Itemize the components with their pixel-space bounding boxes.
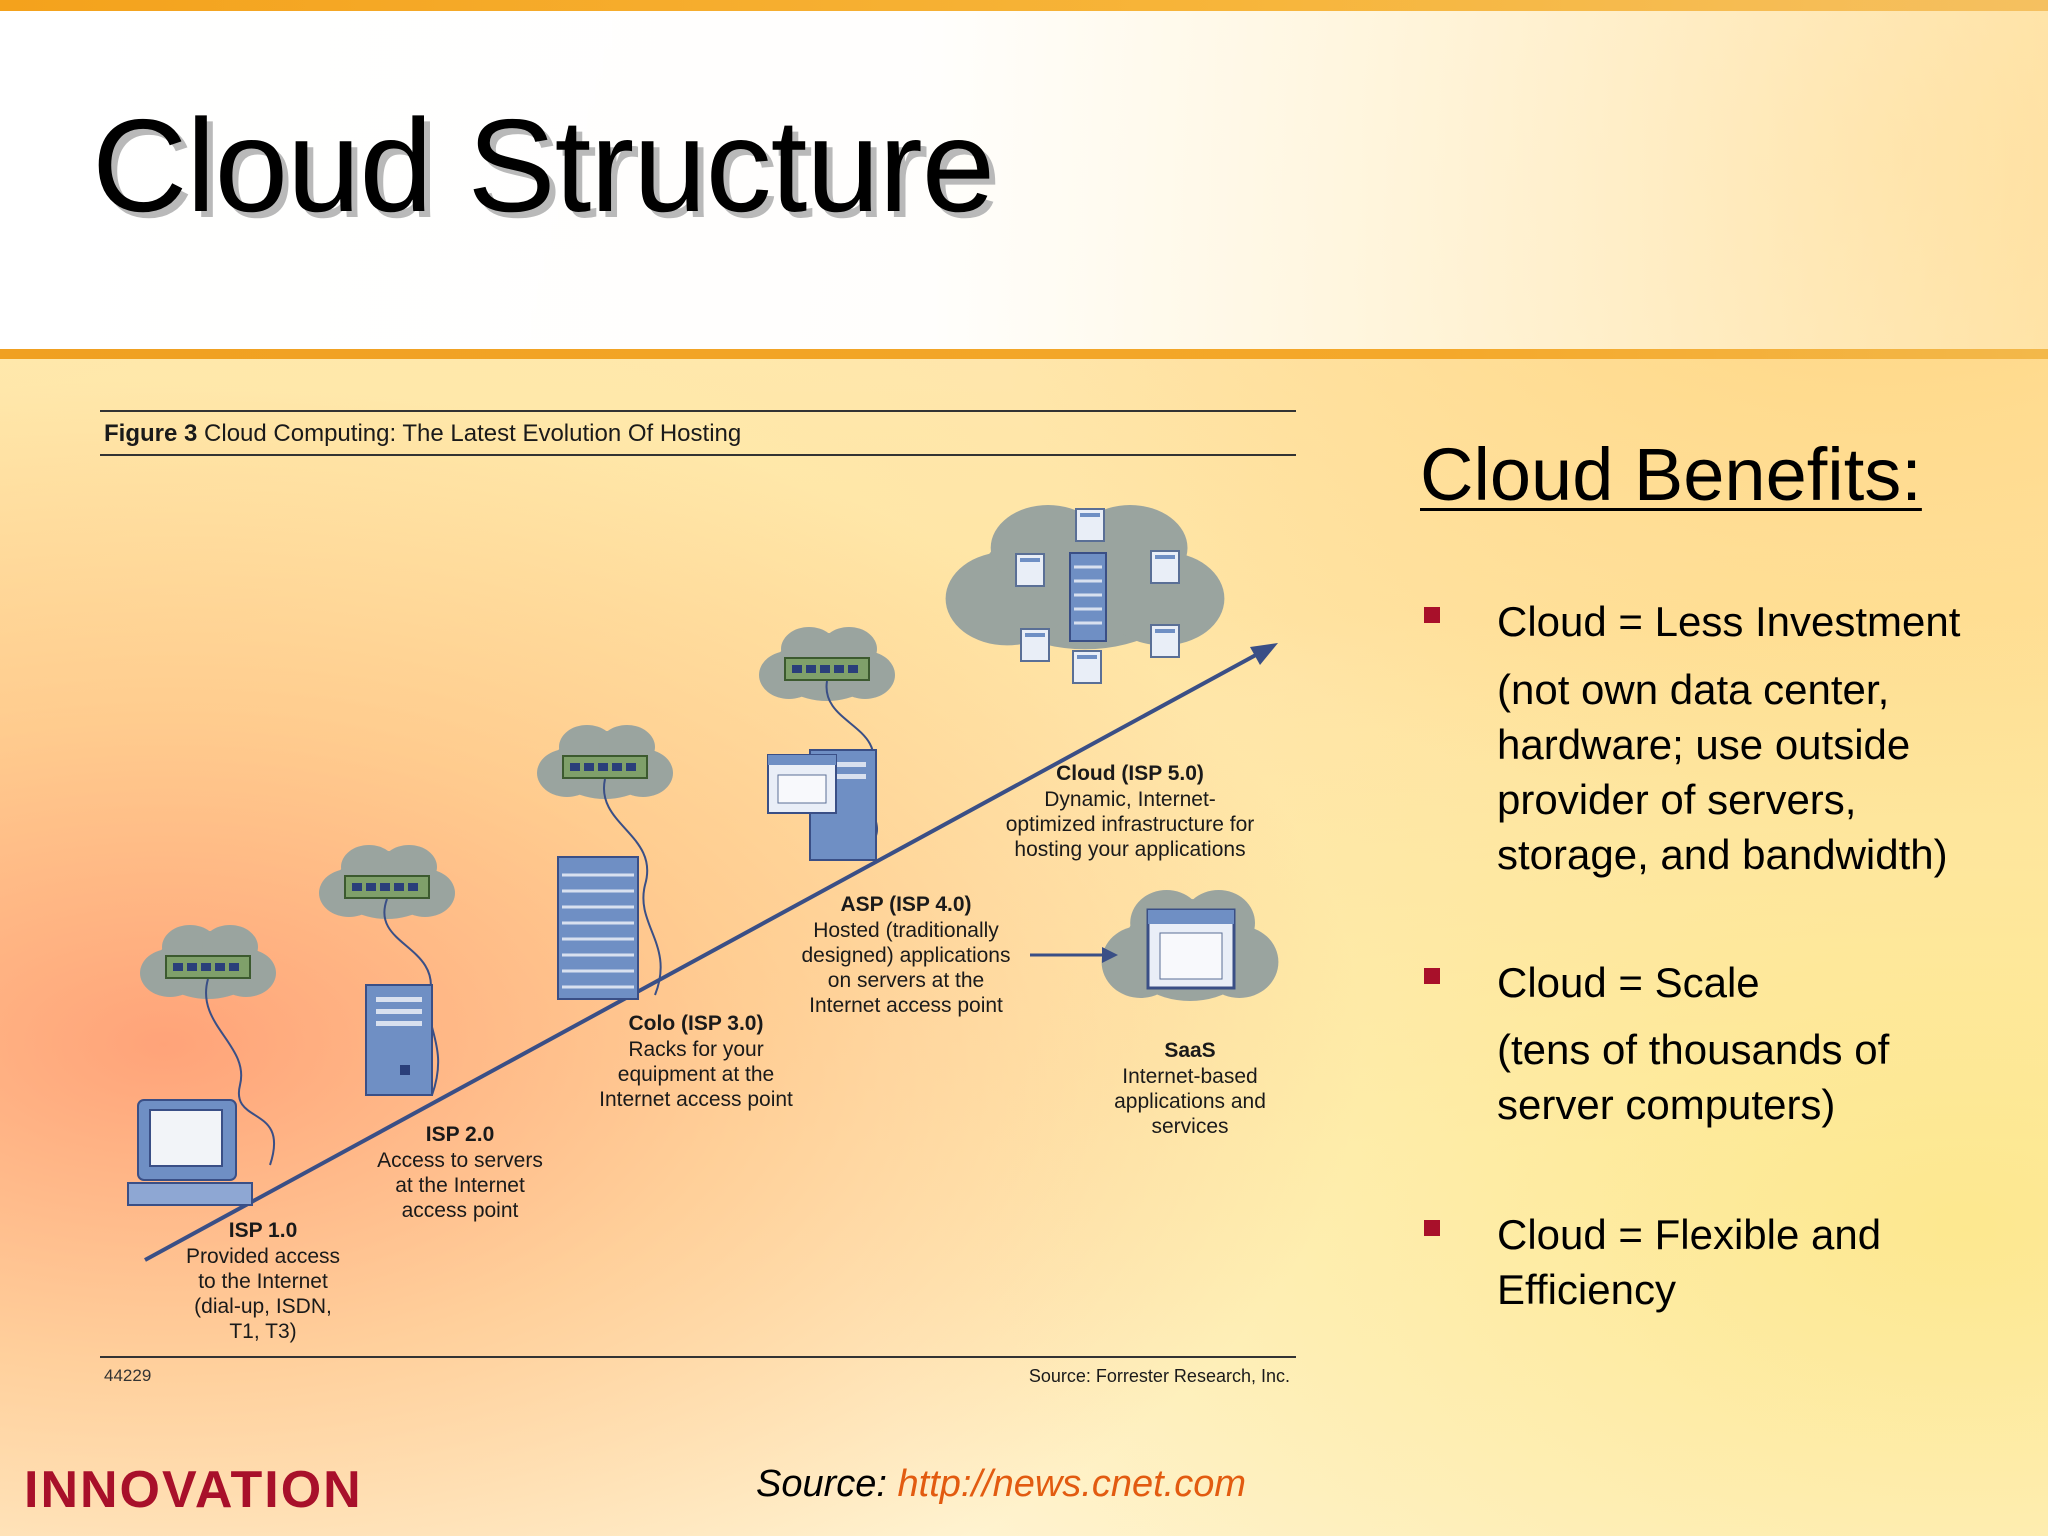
benefit-detail-line: (tens of thousands of [1497,1026,1890,1073]
server-rack-icon [1069,552,1107,642]
desktop-computer-icon [127,1099,253,1206]
benefit-detail-line: hardware; use outside [1497,721,1911,768]
figure-source: Source: Forrester Research, Inc. [1029,1366,1290,1386]
application-window-icon [1150,624,1180,658]
network-switch-icon [562,755,648,779]
stage-desc: access point [402,1199,519,1222]
stage-desc: Provided access [186,1245,340,1268]
stage-desc: Racks for your [628,1038,763,1061]
stage-label: ASP (ISP 4.0) [840,893,971,916]
stage-desc: T1, T3) [229,1320,296,1343]
stage-label: ISP 2.0 [426,1123,495,1146]
header-band [0,11,2048,351]
stage-label: Cloud (ISP 5.0) [1056,762,1204,785]
stage-label: SaaS [1164,1039,1215,1062]
top-accent-bar [0,0,2048,11]
figure-caption: Figure 3 Cloud Computing: The Latest Evo… [104,420,741,447]
benefit-detail-line: server computers) [1497,1081,1836,1128]
figure-caption-label: Figure 3 [104,420,197,447]
network-switch-icon [784,657,870,681]
bullet-marker [1424,968,1440,984]
application-window-icon [1075,508,1105,542]
slide-source: Source: http://news.cnet.com [756,1463,1246,1506]
server-rack-icon [557,856,639,1000]
benefit-item: Cloud = Less Investment [1497,598,1961,645]
application-window-icon [1146,908,1236,990]
stage-desc: Dynamic, Internet- [1044,788,1216,811]
stage-label: Colo (ISP 3.0) [629,1012,764,1035]
slide-title: Cloud Structure [92,92,995,239]
stage-desc: services [1151,1115,1228,1138]
stage-desc: Internet-based [1122,1065,1257,1088]
evolution-arrow [144,648,1266,1262]
network-switch-icon [344,875,430,899]
hosting-evolution-figure: Figure 3 Cloud Computing: The Latest Evo… [100,405,1300,1395]
arrow-icon [1250,643,1278,665]
application-window-icon [1150,550,1180,584]
benefits-heading: Cloud Benefits: [1420,433,1922,516]
arrow-icon [1102,947,1118,963]
bullet-marker [1424,607,1440,623]
benefit-detail: (tens of thousands of server computers) [1497,1022,2037,1132]
application-window-icon [1072,650,1102,684]
stage-desc: Hosted (traditionally [813,919,999,942]
stage-label: ISP 1.0 [229,1219,298,1242]
figure-caption-title: Cloud Computing: The Latest Evolution Of… [204,420,741,447]
stage-desc: equipment at the [618,1063,774,1086]
source-prefix: Source: [756,1463,887,1505]
bullet-marker [1424,1220,1440,1236]
stage-desc: Internet access point [809,994,1003,1017]
server-tower-icon [365,984,433,1096]
stage-desc: Access to servers [377,1149,543,1172]
benefit-detail-line: (not own data center, [1497,666,1890,713]
figure-id: 44229 [104,1366,151,1385]
brand-logo-text: INNOVATION [24,1461,363,1519]
benefit-detail-line: Efficiency [1497,1266,1676,1313]
network-switch-icon [165,955,251,979]
stage-desc: to the Internet [198,1270,328,1293]
header-rule [0,349,2048,359]
stage-desc: applications and [1114,1090,1266,1113]
benefit-detail: (not own data center, hardware; use outs… [1497,662,2037,882]
application-window-icon [1020,628,1050,662]
application-window-icon [1015,553,1045,587]
benefit-detail-line: provider of servers, [1497,776,1857,823]
stage-desc: optimized infrastructure for [1006,813,1255,836]
stage-desc: on servers at the [828,969,984,992]
benefit-detail-line: storage, and bandwidth) [1497,831,1948,878]
stage-desc: Internet access point [599,1088,793,1111]
stage-desc: at the Internet [395,1174,525,1197]
benefit-detail: Efficiency [1497,1262,2037,1317]
stage-desc: designed) applications [802,944,1011,967]
stage-desc: (dial-up, ISDN, [194,1295,332,1318]
stage-desc: hosting your applications [1014,838,1245,861]
benefit-item: Cloud = Flexible and [1497,1211,1882,1258]
source-link[interactable]: http://news.cnet.com [897,1463,1247,1505]
application-window-icon [767,754,837,814]
benefit-item: Cloud = Scale [1497,959,1760,1006]
